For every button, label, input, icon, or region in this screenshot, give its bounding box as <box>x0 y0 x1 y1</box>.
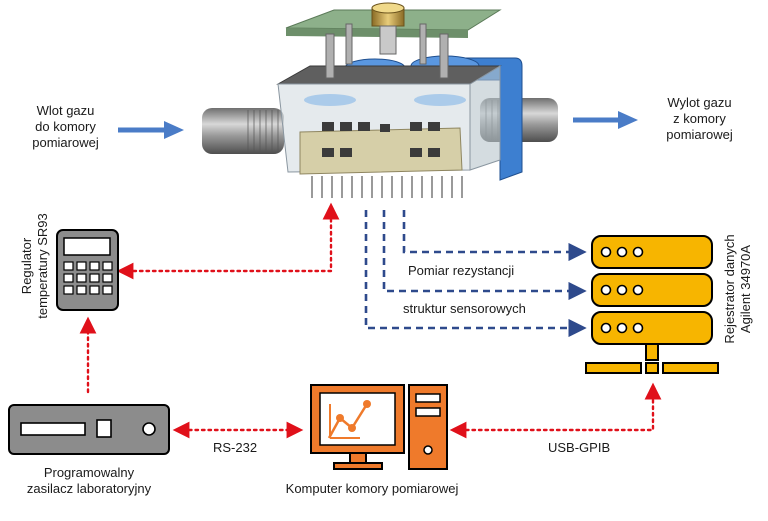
gas-outlet-arrow <box>573 111 638 129</box>
link-resistance-2 <box>382 210 587 301</box>
regulator-label-line2: temperatury SR93 <box>35 213 50 319</box>
psu-label: Programowalny zasilacz laboratoryjny <box>0 465 178 497</box>
inlet-label-line3: pomiarowej <box>32 135 99 150</box>
blue-dashed-links <box>364 210 587 338</box>
psu-label-line2: zasilacz laboratoryjny <box>26 481 152 496</box>
computer-icon <box>310 384 448 470</box>
measure-label-line2: struktur sensorowych <box>403 301 526 316</box>
inlet-label-line2: do komory <box>35 119 96 134</box>
temperature-controller-icon <box>56 229 119 311</box>
gas-inlet-arrow <box>118 121 184 139</box>
usb-gpib-label: USB-GPIB <box>548 440 611 455</box>
link-resistance-3 <box>364 210 587 338</box>
inlet-label-line1: Wlot gazu <box>36 103 95 118</box>
power-supply-icon <box>8 404 170 455</box>
outlet-label: Wylot gazu z komory pomiarowej <box>642 95 757 143</box>
regulator-label-line1: Regulator <box>19 237 34 295</box>
data-logger-icon <box>585 235 719 374</box>
red-links <box>79 202 662 439</box>
chamber-3d-icon <box>202 2 558 198</box>
regulator-label: Regulator temperatury SR93 <box>19 211 53 321</box>
psu-label-line1: Programowalny <box>43 465 135 480</box>
link-computer-logger <box>449 382 662 439</box>
logger-label-line2: Agilent 34970A <box>738 244 753 334</box>
outlet-label-line2: z komory <box>673 111 726 126</box>
computer-label: Komputer komory pomiarowej <box>285 481 459 496</box>
outlet-label-line1: Wylot gazu <box>667 95 732 110</box>
logger-label-line1: Rejestrator danych <box>722 234 737 344</box>
logger-label: Rejestrator danych Agilent 34970A <box>722 224 756 354</box>
inlet-label: Wlot gazu do komory pomiarowej <box>18 103 113 151</box>
link-resistance-1 <box>402 210 587 262</box>
measure-label-line1: Pomiar rezystancji <box>408 263 515 278</box>
link-chamber-regulator <box>116 202 340 280</box>
outlet-label-line3: pomiarowej <box>666 127 733 142</box>
rs232-label: RS-232 <box>213 440 258 455</box>
